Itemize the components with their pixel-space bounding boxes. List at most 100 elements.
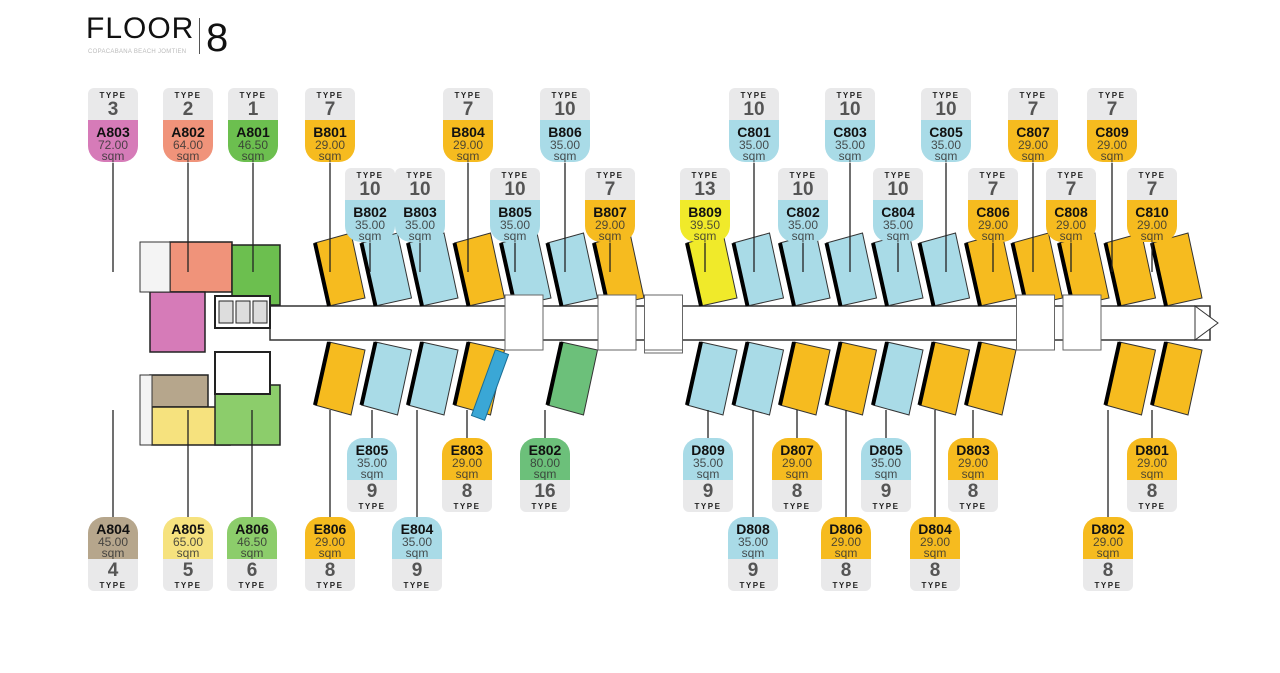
area-unit: sqm [456, 149, 480, 163]
type-label: TYPE [1138, 171, 1166, 180]
area-unit: sqm [176, 546, 200, 560]
type-number: 9 [747, 560, 759, 581]
unit-wall [313, 242, 331, 307]
pool [470, 349, 510, 421]
type-label: TYPE [836, 91, 864, 100]
unit-number: D805 [869, 442, 903, 458]
unit-area: 46.50 [237, 138, 269, 152]
type-number: 7 [324, 99, 336, 120]
unit-area: 35.00 [549, 138, 581, 152]
unit-number: B803 [403, 204, 437, 220]
type-label: TYPE [238, 581, 266, 590]
unit-wall [1150, 242, 1168, 307]
area-unit: sqm [838, 149, 862, 163]
service-core [1016, 294, 1055, 351]
type-label: TYPE [691, 171, 719, 180]
lift-icon [235, 300, 251, 324]
area-unit: sqm [358, 229, 382, 243]
unit-wall [313, 341, 331, 406]
area-unit: sqm [696, 467, 720, 481]
type-number: 8 [324, 560, 336, 581]
unit-area: 64.00 [172, 138, 204, 152]
unit-a802 [169, 241, 233, 293]
unit-area: 29.00 [919, 535, 951, 549]
unit-number: E806 [313, 521, 347, 537]
area-unit: sqm [101, 546, 125, 560]
unit-area: 29.00 [314, 535, 346, 549]
type-number: 8 [791, 481, 803, 502]
unit-wall [964, 242, 982, 307]
area-unit: sqm [981, 229, 1005, 243]
unit-number: B805 [498, 204, 532, 220]
type-label: TYPE [1057, 171, 1085, 180]
type-number: 3 [107, 99, 119, 120]
area-unit: sqm [961, 467, 985, 481]
unit-area: 29.00 [977, 218, 1009, 232]
type-number: 10 [792, 179, 814, 200]
type-label: TYPE [174, 581, 202, 590]
type-number: 8 [1102, 560, 1114, 581]
type-number: 5 [182, 560, 194, 581]
unit-number: D806 [829, 521, 863, 537]
type-label: TYPE [316, 581, 344, 590]
corridor-end [1194, 305, 1219, 341]
unit-wall [824, 341, 843, 406]
unit-wall [964, 341, 982, 406]
unit-number: D801 [1135, 442, 1169, 458]
